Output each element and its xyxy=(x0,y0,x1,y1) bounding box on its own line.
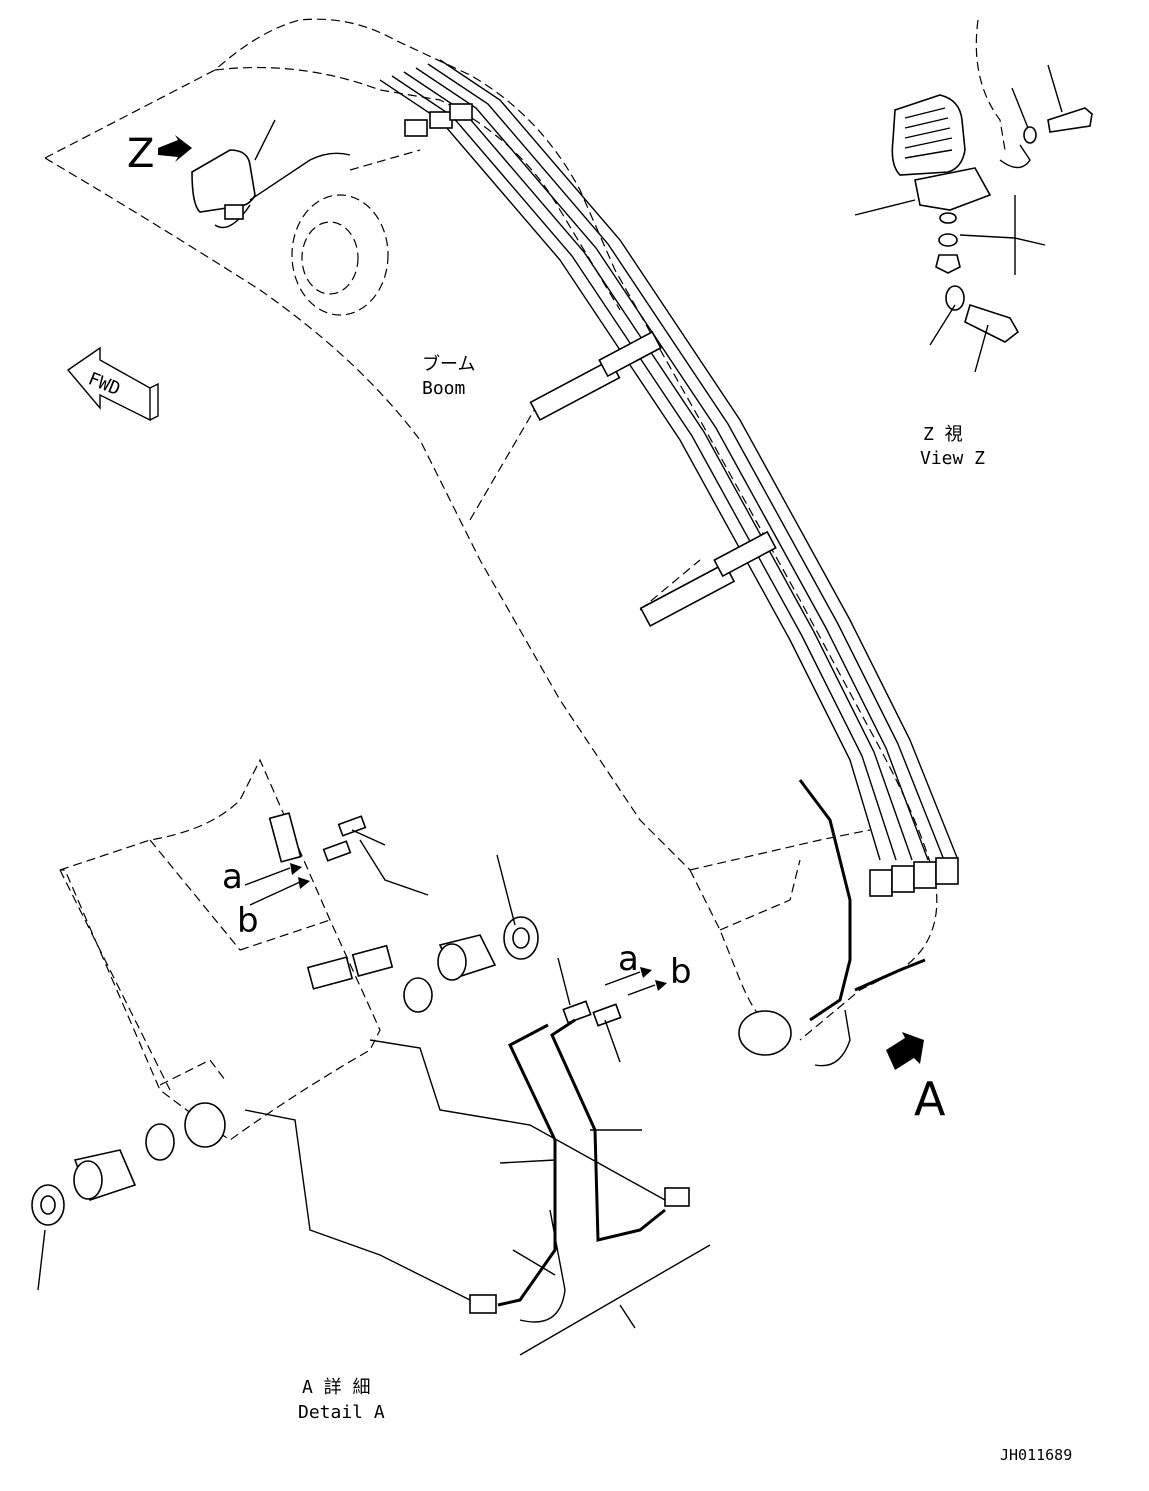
detail-a-label-jp: A 詳 細 xyxy=(302,1377,371,1398)
detail-a-marker: A xyxy=(914,1072,946,1126)
view-z-marker: Z xyxy=(127,131,154,177)
boom-label-jp: ブーム xyxy=(422,353,475,375)
detail-a-label-en: Detail A xyxy=(298,1402,385,1423)
boom-outline xyxy=(44,18,938,1041)
view-z-label-jp: Z 視 xyxy=(923,424,963,445)
boom-boss xyxy=(291,194,389,316)
boom-work-lamp xyxy=(191,119,351,229)
drawing-number: JH011689 xyxy=(1000,1446,1072,1464)
view-z-arrow xyxy=(158,135,192,162)
fwd-label: FWD xyxy=(85,368,123,400)
detail-a-parts xyxy=(31,812,924,1356)
hydraulic-lines xyxy=(379,59,959,1022)
boom-label-en: Boom xyxy=(422,378,465,399)
label-b-upper: b xyxy=(237,901,259,941)
label-a-lower: a xyxy=(618,939,639,979)
detail-a-outline xyxy=(59,758,381,1148)
label-b-lower: b xyxy=(670,952,692,992)
fwd-arrow-icon xyxy=(66,346,159,422)
view-z-label-en: View Z xyxy=(920,448,985,469)
boom-foot-pin xyxy=(738,1009,851,1067)
label-a-upper: a xyxy=(222,857,243,897)
view-z-lamp-assembly xyxy=(854,19,1093,373)
